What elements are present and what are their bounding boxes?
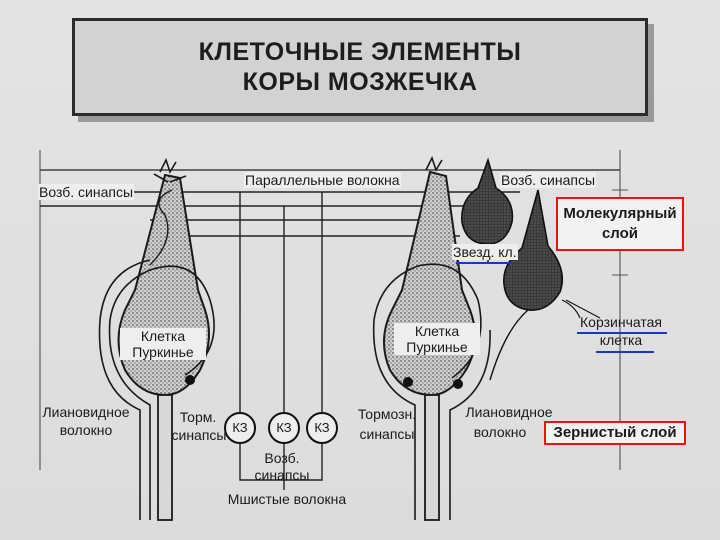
molecular-layer-line-2: слой bbox=[558, 224, 682, 244]
label-purkinje-left-2: Пуркинье bbox=[120, 344, 206, 360]
granule-cell-3-label: КЗ bbox=[308, 420, 336, 436]
granular-layer-box: Зернистый слой bbox=[544, 421, 686, 445]
molecular-layer-box: Молекулярный слой bbox=[556, 197, 684, 251]
label-excitatory-synapses-left: Возб. синапсы bbox=[38, 184, 134, 200]
granule-cell-1-label: КЗ bbox=[226, 420, 254, 436]
label-inhib-synapses-right-1: Тормозн. bbox=[350, 406, 424, 422]
label-purkinje-right-2: Пуркинье bbox=[394, 339, 480, 355]
label-parallel-fibers: Параллельные волокна bbox=[244, 172, 401, 188]
label-purkinje-right-1: Клетка bbox=[394, 323, 480, 339]
label-climbing-fiber-right-2: волокно bbox=[460, 424, 540, 440]
label-excit-synapses-bottom-1: Возб. bbox=[252, 450, 312, 466]
molecular-layer-line-1: Молекулярный bbox=[558, 204, 682, 224]
label-inhib-synapses-left-2: синапсы bbox=[168, 427, 230, 443]
label-excit-synapses-bottom-2: синапсы bbox=[246, 467, 318, 483]
label-mossy-fibers: Мшистые волокна bbox=[212, 491, 362, 507]
stellate-underline bbox=[456, 262, 512, 264]
basket-underline-2 bbox=[596, 351, 654, 353]
label-climbing-fiber-left-1: Лиановидное bbox=[36, 404, 136, 420]
label-stellate-cell: Звезд. кл. bbox=[452, 244, 518, 260]
label-excitatory-synapses-right: Возб. синапсы bbox=[500, 172, 596, 188]
label-basket-cell-2: клетка bbox=[572, 332, 670, 348]
label-climbing-fiber-left-2: волокно bbox=[36, 422, 136, 438]
granule-cell-2-label: КЗ bbox=[270, 420, 298, 436]
basket-underline-1 bbox=[577, 332, 667, 334]
label-basket-cell-1: Корзинчатая bbox=[572, 314, 670, 330]
label-inhib-synapses-right-2: синапсы bbox=[350, 426, 424, 442]
label-inhib-synapses-left-1: Торм. bbox=[170, 409, 226, 425]
granular-layer-label: Зернистый слой bbox=[546, 423, 684, 443]
label-purkinje-left-1: Клетка bbox=[120, 328, 206, 344]
label-climbing-fiber-right-1: Лиановидное bbox=[456, 404, 562, 420]
